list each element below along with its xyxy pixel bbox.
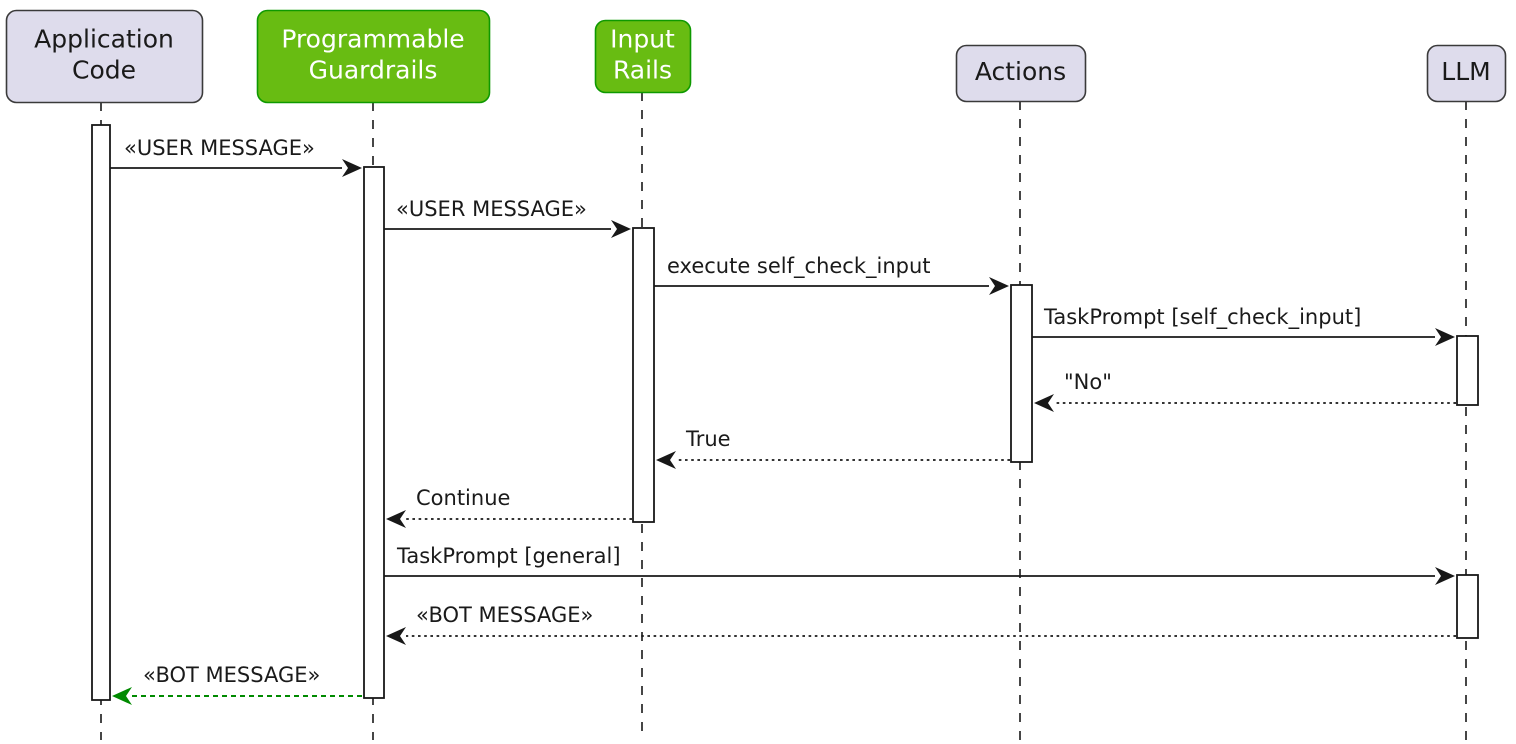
message-10: «BOT MESSAGE» bbox=[112, 663, 362, 705]
message-label-1: «USER MESSAGE» bbox=[124, 136, 315, 160]
activation-bar-guardrails bbox=[363, 166, 385, 699]
message-7: Continue bbox=[386, 486, 632, 528]
message-6: True bbox=[656, 427, 1010, 469]
message-label-9: «BOT MESSAGE» bbox=[416, 603, 593, 627]
activation-bar-input_rails bbox=[632, 227, 655, 523]
message-label-5: "No" bbox=[1064, 370, 1112, 394]
message-arrowhead-10 bbox=[112, 687, 132, 705]
activation-bar-actions bbox=[1010, 284, 1033, 463]
participant-label-input_rails: Input bbox=[610, 25, 675, 54]
message-4: TaskPrompt [self_check_input] bbox=[1032, 305, 1455, 346]
participant-box-llm[interactable] bbox=[1426, 44, 1507, 103]
message-label-3: execute self_check_input bbox=[667, 254, 931, 279]
activations-layer bbox=[91, 124, 1479, 701]
message-label-8: TaskPrompt [general] bbox=[396, 544, 621, 568]
message-arrowhead-1 bbox=[342, 159, 362, 177]
message-arrowhead-9 bbox=[386, 627, 406, 645]
participant-box-actions[interactable] bbox=[955, 44, 1087, 103]
lifelines-layer bbox=[100, 92, 1467, 740]
message-arrowhead-4 bbox=[1435, 328, 1455, 346]
message-1: «USER MESSAGE» bbox=[110, 136, 362, 177]
message-3: execute self_check_input bbox=[654, 254, 1009, 295]
message-arrowhead-6 bbox=[656, 451, 676, 469]
message-label-6: True bbox=[685, 427, 731, 451]
message-arrowhead-3 bbox=[989, 277, 1009, 295]
message-5: "No" bbox=[1034, 370, 1456, 412]
activation-bar-llm bbox=[1456, 574, 1479, 639]
participant-label-llm: LLM bbox=[1441, 57, 1490, 86]
participant-label-guardrails: Programmable bbox=[281, 25, 464, 54]
message-arrowhead-7 bbox=[386, 510, 406, 528]
participant-box-app[interactable] bbox=[5, 9, 204, 104]
message-label-4: TaskPrompt [self_check_input] bbox=[1043, 305, 1361, 330]
message-label-2: «USER MESSAGE» bbox=[396, 197, 587, 221]
message-label-7: Continue bbox=[416, 486, 510, 510]
participant-actions[interactable]: Actions bbox=[955, 44, 1087, 103]
participant-llm[interactable]: LLM bbox=[1426, 44, 1507, 103]
message-label-10: «BOT MESSAGE» bbox=[143, 663, 320, 687]
participant-box-input_rails[interactable] bbox=[594, 19, 692, 94]
participant-label-input_rails: Rails bbox=[613, 56, 672, 85]
message-arrowhead-8 bbox=[1435, 567, 1455, 585]
messages-layer: «USER MESSAGE» «USER MESSAGE» execute self… bbox=[110, 136, 1456, 705]
participant-label-actions: Actions bbox=[975, 57, 1066, 86]
activation-bar-app bbox=[91, 124, 111, 701]
message-arrowhead-5 bbox=[1034, 394, 1054, 412]
message-9: «BOT MESSAGE» bbox=[386, 603, 1456, 645]
activation-bar-llm bbox=[1456, 335, 1479, 406]
message-2: «USER MESSAGE» bbox=[384, 197, 631, 238]
participant-label-app: Code bbox=[72, 56, 136, 85]
message-arrowhead-2 bbox=[611, 220, 631, 238]
participant-box-guardrails[interactable] bbox=[256, 9, 491, 104]
participant-label-app: Application bbox=[34, 25, 174, 54]
participant-label-guardrails: Guardrails bbox=[309, 56, 438, 85]
message-8: TaskPrompt [general] bbox=[384, 544, 1455, 585]
